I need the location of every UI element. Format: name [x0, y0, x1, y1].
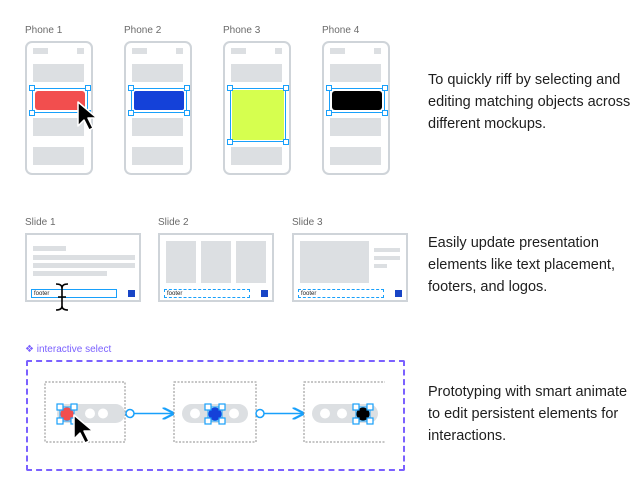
logo-square[interactable] — [128, 290, 135, 297]
slide-label-3: Slide 3 — [292, 217, 323, 228]
slide-mockup-2[interactable]: footer — [158, 233, 274, 302]
resize-handle[interactable] — [283, 139, 289, 145]
footer-text-field-1[interactable]: footer — [31, 289, 117, 298]
resize-handle[interactable] — [382, 110, 388, 116]
selection-box-phone-1[interactable] — [32, 88, 88, 113]
resize-handle[interactable] — [184, 85, 190, 91]
text-line — [374, 264, 387, 268]
resize-handle[interactable] — [382, 85, 388, 91]
selected-button-3[interactable] — [232, 90, 284, 140]
logo-square[interactable] — [261, 290, 268, 297]
text-line — [33, 246, 66, 251]
placeholder-block — [330, 118, 381, 136]
image-placeholder — [300, 241, 369, 283]
status-bar-right — [176, 48, 183, 54]
footer-text: footer — [167, 291, 183, 297]
placeholder-block — [132, 118, 183, 136]
interactive-description: Prototyping with smart animate to edit p… — [428, 384, 628, 444]
resize-handle[interactable] — [29, 110, 35, 116]
slides-description: Easily update presentation elements like… — [428, 235, 615, 295]
resize-handle[interactable] — [227, 139, 233, 145]
placeholder-block — [231, 64, 282, 82]
resize-handle[interactable] — [85, 85, 91, 91]
footer-text-field-3[interactable]: footer — [298, 289, 384, 298]
placeholder-block — [33, 147, 84, 165]
phone-label-2: Phone 2 — [124, 25, 162, 36]
resize-handle[interactable] — [326, 85, 332, 91]
placeholder-block — [132, 64, 183, 82]
slide-mockup-1[interactable]: footer — [25, 233, 141, 302]
status-bar-right — [374, 48, 381, 54]
footer-text: footer — [301, 291, 317, 297]
resize-handle[interactable] — [184, 110, 190, 116]
resize-handle[interactable] — [128, 85, 134, 91]
toggle-frame-2 — [173, 381, 257, 443]
status-bar-right — [77, 48, 84, 54]
text-line — [33, 271, 107, 276]
text-cursor-icon — [55, 283, 69, 311]
image-placeholder — [236, 241, 266, 283]
status-bar-left — [132, 48, 147, 54]
slide-label-1: Slide 1 — [25, 217, 56, 228]
selected-button-4[interactable] — [332, 91, 382, 110]
selected-button-1[interactable] — [35, 91, 85, 110]
resize-handle[interactable] — [227, 85, 233, 91]
placeholder-block — [33, 64, 84, 82]
image-placeholder — [201, 241, 231, 283]
phones-description: To quickly riff by selecting and editing… — [428, 72, 631, 132]
interactive-select-tag: ❖ interactive select — [25, 344, 112, 355]
status-bar-left — [231, 48, 246, 54]
placeholder-block — [330, 64, 381, 82]
footer-text-field-2[interactable]: footer — [164, 289, 250, 298]
slide-label-2: Slide 2 — [158, 217, 189, 228]
placeholder-block — [231, 147, 282, 165]
cursor-arrow-icon — [73, 414, 94, 444]
selection-box-phone-3[interactable] — [230, 88, 286, 142]
resize-handle[interactable] — [128, 110, 134, 116]
resize-handle[interactable] — [326, 110, 332, 116]
phone-label-4: Phone 4 — [322, 25, 360, 36]
slide-mockup-3[interactable]: footer — [292, 233, 408, 302]
placeholder-block — [33, 118, 84, 136]
placeholder-block — [330, 147, 381, 165]
prototype-flow-diagram[interactable] — [40, 376, 385, 448]
interactive-select-frame[interactable] — [26, 360, 405, 471]
resize-handle[interactable] — [283, 85, 289, 91]
selected-button-2[interactable] — [134, 91, 184, 110]
placeholder-block — [132, 147, 183, 165]
phone-label-1: Phone 1 — [25, 25, 63, 36]
cursor-arrow-icon — [77, 101, 98, 131]
text-line — [374, 248, 400, 252]
text-line — [374, 256, 400, 260]
footer-text: footer — [34, 291, 50, 297]
text-line — [33, 255, 135, 260]
status-bar-right — [275, 48, 282, 54]
selection-box-phone-2[interactable] — [131, 88, 187, 113]
selection-box-phone-4[interactable] — [329, 88, 385, 113]
status-bar-left — [33, 48, 48, 54]
image-placeholder — [166, 241, 196, 283]
logo-square[interactable] — [395, 290, 402, 297]
resize-handle[interactable] — [29, 85, 35, 91]
phone-label-3: Phone 3 — [223, 25, 261, 36]
toggle-frame-1 — [44, 381, 126, 443]
toggle-frame-3 — [303, 381, 385, 443]
text-line — [33, 263, 135, 268]
status-bar-left — [330, 48, 345, 54]
